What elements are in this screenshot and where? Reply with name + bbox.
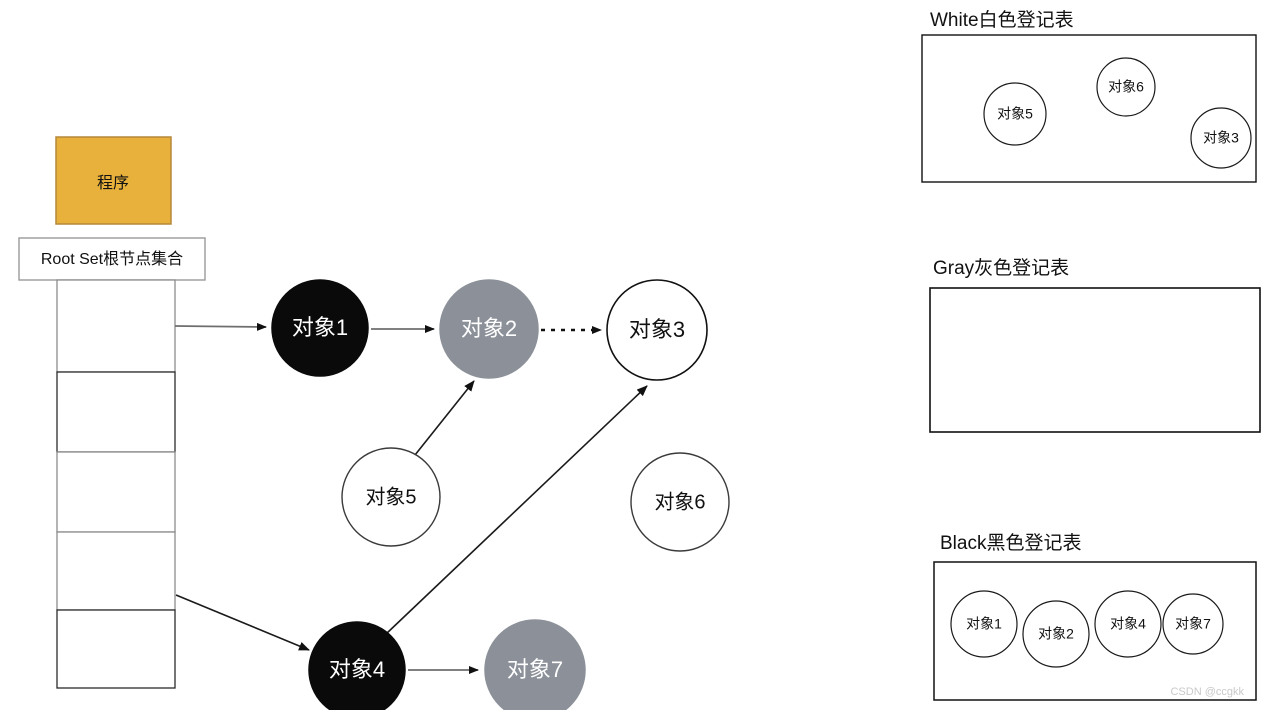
chip-circle	[1096, 57, 1156, 117]
registry-chip-obj6[interactable]: 对象6	[1096, 57, 1156, 117]
white-registry-title: White白色登记表	[930, 9, 1074, 31]
node-obj2[interactable]: 对象2	[439, 279, 539, 379]
gray-registry-box	[929, 287, 1261, 433]
node-circle	[341, 447, 441, 547]
registry-chip-obj1[interactable]: 对象1	[950, 590, 1018, 658]
node-circle	[630, 452, 730, 552]
stack-cell	[56, 609, 176, 689]
black-registry-title: Black黑色登记表	[940, 532, 1081, 554]
registry-chip-obj3[interactable]: 对象3	[1190, 107, 1252, 169]
program-box-label: 程序	[97, 174, 129, 192]
node-obj4[interactable]: 对象4	[308, 621, 406, 710]
node-circle	[308, 621, 406, 710]
node-label: 对象1	[292, 315, 348, 340]
root-set-box	[18, 237, 206, 281]
node-label: 对象2	[461, 316, 517, 341]
black-registry-panel: Black黑色登记表 对象1 对象2 对象4 对象7	[933, 532, 1257, 701]
edge-root-to-obj4	[175, 594, 310, 651]
gray-registry-title: Gray灰色登记表	[933, 257, 1069, 279]
node-obj5[interactable]: 对象5	[341, 447, 441, 547]
node-label: 对象3	[629, 317, 685, 342]
watermark-label: CSDN @ccgkk	[1170, 686, 1244, 698]
stack-cell	[56, 371, 176, 453]
node-label: 对象4	[329, 657, 385, 682]
chip-circle	[1190, 107, 1252, 169]
root-set-stack	[56, 279, 176, 689]
chip-circle	[983, 82, 1047, 146]
node-label: 对象7	[507, 657, 563, 682]
node-circle	[484, 619, 586, 710]
chip-label: 对象3	[1203, 130, 1239, 146]
chip-label: 对象7	[1175, 616, 1211, 632]
node-circle	[439, 279, 539, 379]
chip-circle	[950, 590, 1018, 658]
gray-registry-panel: Gray灰色登记表	[929, 257, 1261, 433]
chip-label: 对象5	[997, 106, 1033, 122]
node-circle	[271, 279, 369, 377]
chip-label: 对象2	[1038, 626, 1074, 642]
node-label: 对象6	[654, 490, 705, 513]
edge-root-to-obj1	[174, 322, 267, 331]
chip-label: 对象4	[1110, 616, 1146, 632]
root-set-box-label: Root Set根节点集合	[41, 250, 183, 268]
chip-circle	[1022, 600, 1090, 668]
chip-label: 对象6	[1108, 79, 1144, 95]
node-obj7[interactable]: 对象7	[484, 619, 586, 710]
node-circle	[606, 279, 708, 381]
node-obj6[interactable]: 对象6	[630, 452, 730, 552]
chip-circle	[1162, 593, 1224, 655]
node-label: 对象5	[365, 485, 416, 508]
white-registry-panel: White白色登记表 对象5 对象6 对象3	[921, 9, 1257, 183]
edge-group	[174, 322, 648, 674]
node-obj3[interactable]: 对象3	[606, 279, 708, 381]
edge-obj4-to-obj3	[385, 385, 648, 635]
chip-label: 对象1	[966, 616, 1002, 632]
edge-obj5-to-obj2	[414, 380, 475, 456]
program-box	[55, 136, 172, 225]
node-group: 对象1 对象2 对象3 对象5 对象6 对象4	[271, 279, 730, 710]
node-obj1[interactable]: 对象1	[271, 279, 369, 377]
chip-circle	[1094, 590, 1162, 658]
stack-cell	[56, 451, 176, 533]
registry-chip-obj5[interactable]: 对象5	[983, 82, 1047, 146]
stack-cell	[56, 279, 176, 373]
registry-chip-obj2[interactable]: 对象2	[1022, 600, 1090, 668]
registry-chip-obj7[interactable]: 对象7	[1162, 593, 1224, 655]
stack-cell	[56, 531, 176, 611]
program-stack-group: 程序 Root Set根节点集合	[18, 136, 206, 689]
registry-chip-obj4[interactable]: 对象4	[1094, 590, 1162, 658]
